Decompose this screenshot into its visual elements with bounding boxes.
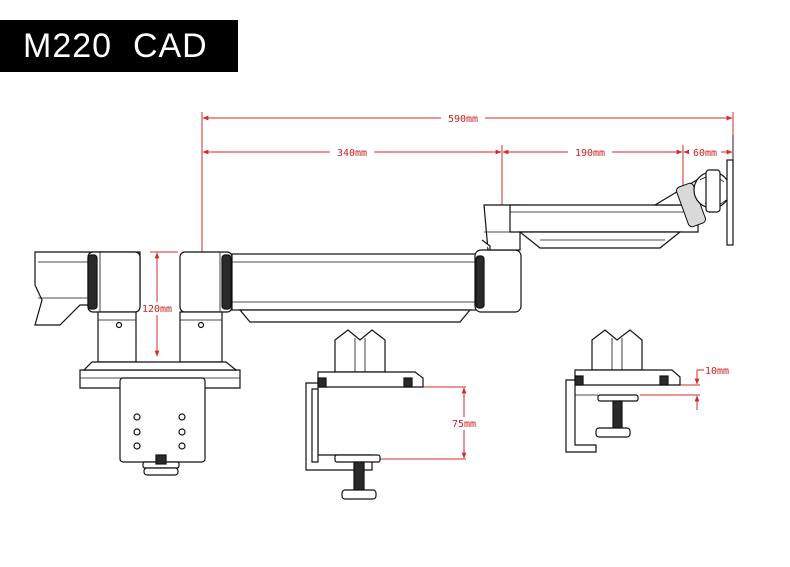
vesa-plate	[726, 159, 734, 246]
dim-75-bg	[446, 417, 482, 430]
dim-190-label: 190mm	[575, 148, 605, 159]
dim-120-bg	[138, 302, 176, 315]
clamp-side-view	[305, 329, 424, 500]
dim-340-label: 340mm	[337, 148, 367, 159]
clamp-knob	[143, 467, 179, 476]
grommet-c-bracket	[565, 379, 597, 453]
clamp-pressure-plate	[334, 454, 381, 463]
dim-60-label: 60mm	[693, 148, 717, 159]
clamp-screw	[353, 461, 365, 491]
inner-arm-underside	[238, 309, 472, 323]
inner-arm	[231, 253, 483, 311]
dim-190-bg	[568, 145, 612, 158]
clamp-handle	[341, 489, 377, 500]
vesa-adapter	[705, 169, 721, 213]
dim-10-label: 10mm	[705, 366, 729, 377]
grommet-side-view	[565, 329, 681, 453]
dim-590-bg	[441, 111, 485, 124]
arm-assembly	[34, 135, 734, 326]
clamp-column-stub	[334, 329, 386, 373]
base-plate-top	[82, 361, 238, 371]
grommet-nut	[595, 427, 631, 438]
dim-590-label: 590mm	[448, 114, 478, 125]
grommet-washer	[597, 394, 639, 402]
drawing-title: M220 CAD	[23, 27, 208, 65]
dim-60-bg	[689, 145, 721, 158]
grommet-column-stub	[591, 329, 643, 371]
dim-120-label: 120mm	[142, 304, 172, 315]
right-post	[179, 311, 223, 363]
front-base	[79, 311, 241, 476]
dim-75-label: 75mm	[452, 419, 476, 430]
left-post	[97, 311, 137, 363]
dim-340-bg	[330, 145, 374, 158]
title-banner: M220 CAD	[0, 20, 238, 72]
clamp-screw-top	[155, 454, 167, 465]
clamp-holes	[133, 413, 186, 450]
grommet-rod	[612, 400, 623, 432]
outer-arm	[509, 204, 699, 233]
clamp-plate	[119, 377, 206, 463]
